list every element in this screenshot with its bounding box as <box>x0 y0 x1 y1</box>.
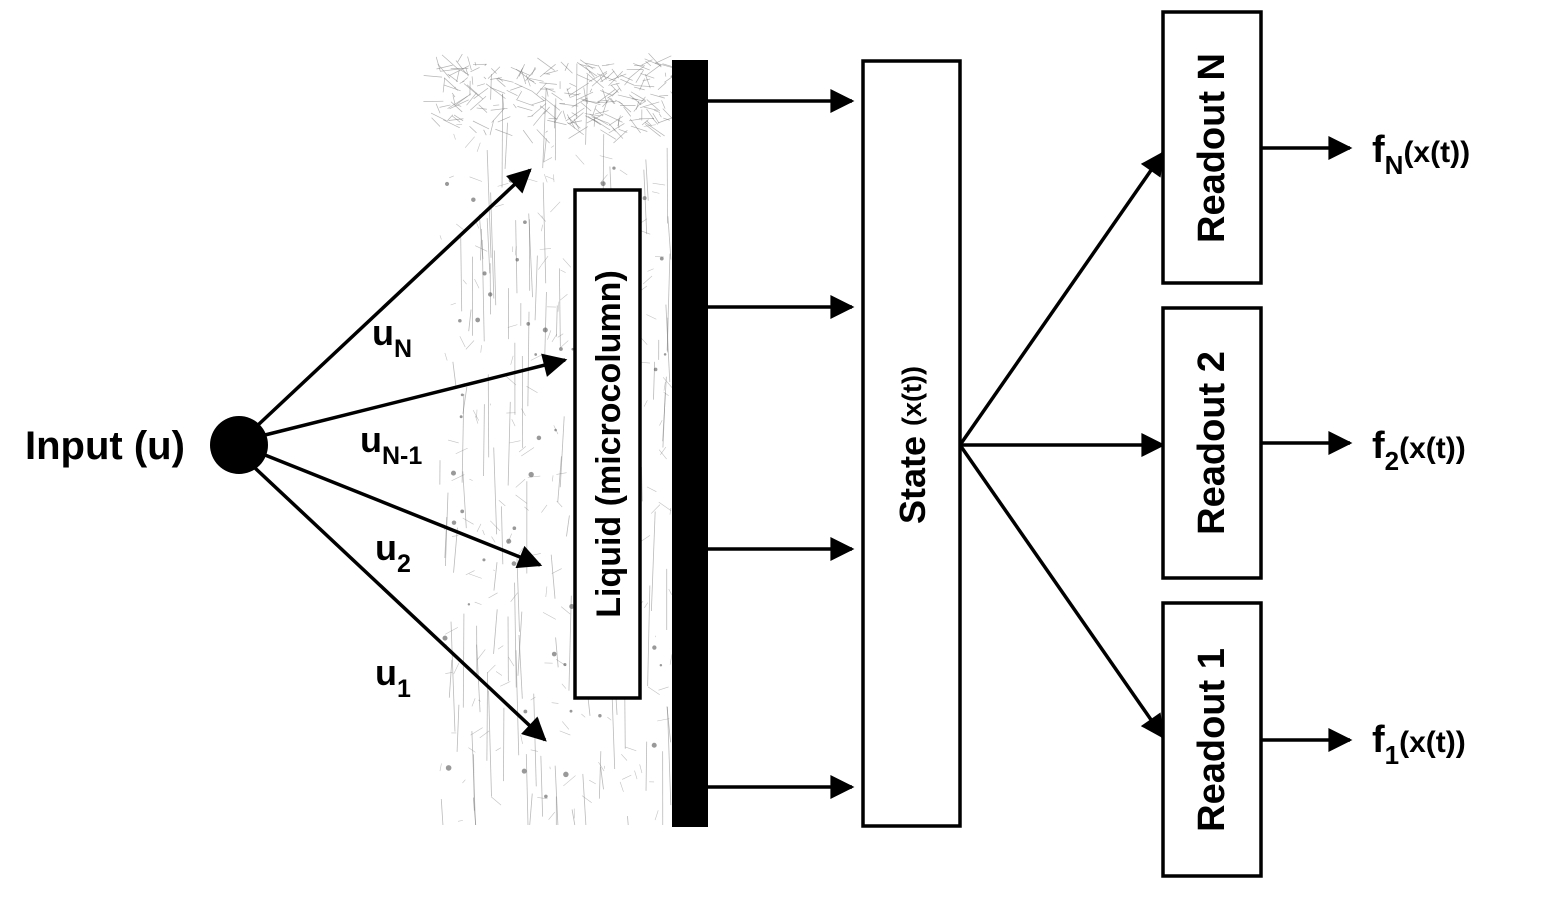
input-label-u1: u1 <box>375 652 411 703</box>
input-arrow-n-1 <box>264 353 568 437</box>
readout-1-box: Readout 1 <box>1161 601 1263 878</box>
liquid-boundary-bar <box>672 60 708 827</box>
liquid-label: Liquid (microcolumn) <box>590 270 628 618</box>
state-to-readout-1-arrow <box>958 444 1165 739</box>
state-label: State (x(t)) <box>892 366 933 524</box>
input-arrow-1 <box>253 466 547 742</box>
input-node <box>210 416 268 474</box>
input-label-un: uN <box>372 312 412 363</box>
readout-n-label: Readout N <box>1191 53 1233 243</box>
readout-2-box: Readout 2 <box>1161 306 1263 580</box>
readout-1-label: Readout 1 <box>1191 648 1233 832</box>
input-label-u2: u2 <box>375 527 411 578</box>
output-label-fn: fN(x(t)) <box>1372 129 1470 180</box>
input-arrow-n <box>256 168 532 427</box>
microcolumn-neuron-image <box>423 53 685 826</box>
liquid-label-box: Liquid (microcolumn) <box>573 188 642 700</box>
readout-n-box: Readout N <box>1161 10 1263 285</box>
state-box: State (x(t)) <box>861 59 962 828</box>
state-to-readout-n-arrow <box>958 151 1165 446</box>
output-label-f1: f1(x(t)) <box>1372 719 1466 770</box>
input-label: Input (u) <box>25 424 185 468</box>
output-label-f2: f2(x(t)) <box>1372 425 1466 476</box>
input-arrow-2 <box>264 453 543 569</box>
input-label-un-1: uN-1 <box>360 419 422 470</box>
readout-2-label: Readout 2 <box>1191 351 1233 535</box>
